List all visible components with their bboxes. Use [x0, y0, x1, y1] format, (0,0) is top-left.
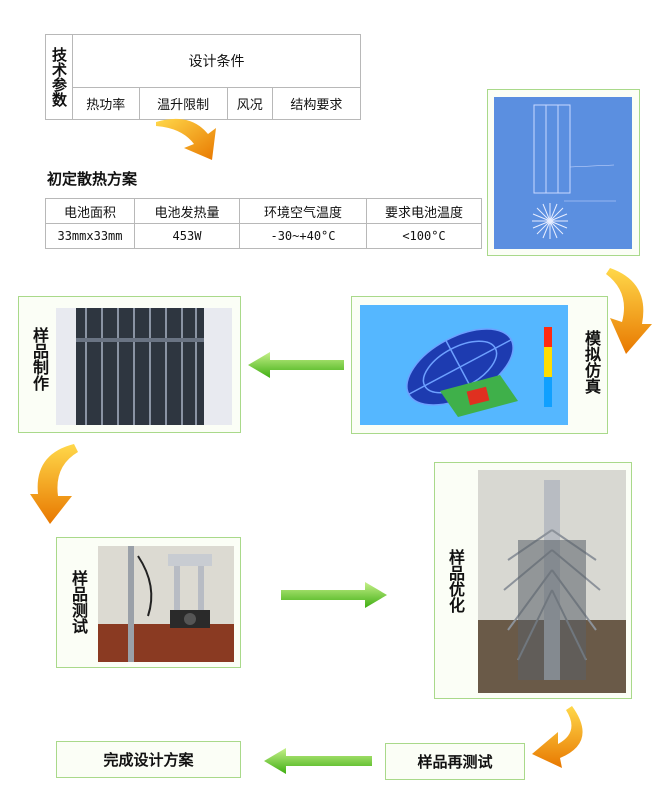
scheme-value: <100°C — [366, 223, 482, 249]
sample-making-image — [56, 308, 232, 425]
param-col: 结构要求 — [271, 86, 362, 121]
sample-test-label: 样品测试 — [69, 570, 88, 634]
initial-scheme-title: 初定散热方案 — [47, 170, 138, 188]
final-design-box: 完成设计方案 — [56, 741, 241, 778]
scheme-header: 电池面积 — [45, 198, 135, 224]
scheme-value: -30~+40°C — [239, 223, 367, 249]
curved-arrow-icon — [532, 706, 583, 768]
scheme-value: 453W — [134, 223, 240, 249]
params-side-label: 技术参数 — [45, 34, 73, 120]
scheme-header: 环境空气温度 — [239, 198, 367, 224]
param-col: 风况 — [226, 86, 273, 121]
simulation-box: 模拟仿真 — [351, 296, 608, 434]
design-conditions-table: 技术参数 设计条件 热功率 温升限制 风况 结构要求 — [45, 34, 362, 121]
scheme-header: 要求电池温度 — [366, 198, 482, 224]
param-col: 温升限制 — [138, 86, 228, 121]
final-design-label: 完成设计方案 — [103, 751, 194, 769]
sample-making-label: 样品制作 — [30, 327, 49, 391]
green-arrow-right-icon — [281, 582, 387, 608]
sample-retest-box: 样品再测试 — [385, 743, 525, 780]
simulation-image — [360, 305, 568, 425]
sample-optimize-image — [478, 470, 626, 693]
curved-arrow-icon — [606, 268, 652, 354]
sample-making-box: 样品制作 — [18, 296, 241, 433]
design-drawing-image — [494, 97, 632, 249]
simulation-label: 模拟仿真 — [582, 330, 601, 394]
curved-arrow-icon — [156, 118, 216, 160]
sample-test-image — [98, 546, 234, 662]
curved-arrow-icon — [30, 444, 78, 524]
sample-test-box: 样品测试 — [56, 537, 241, 668]
design-conditions-title: 设计条件 — [72, 34, 361, 88]
sample-optimize-box: 样品优化 — [434, 462, 632, 699]
param-col: 热功率 — [72, 86, 140, 121]
initial-scheme-table: 电池面积 电池发热量 环境空气温度 要求电池温度 33mmx33mm 453W … — [45, 198, 482, 249]
green-arrow-left-icon — [248, 352, 344, 378]
sample-retest-label: 样品再测试 — [417, 753, 493, 771]
scheme-header: 电池发热量 — [134, 198, 240, 224]
design-drawing-box — [487, 89, 640, 256]
green-arrow-left-icon — [264, 748, 372, 774]
sample-optimize-label: 样品优化 — [446, 549, 465, 613]
scheme-value: 33mmx33mm — [45, 223, 135, 249]
